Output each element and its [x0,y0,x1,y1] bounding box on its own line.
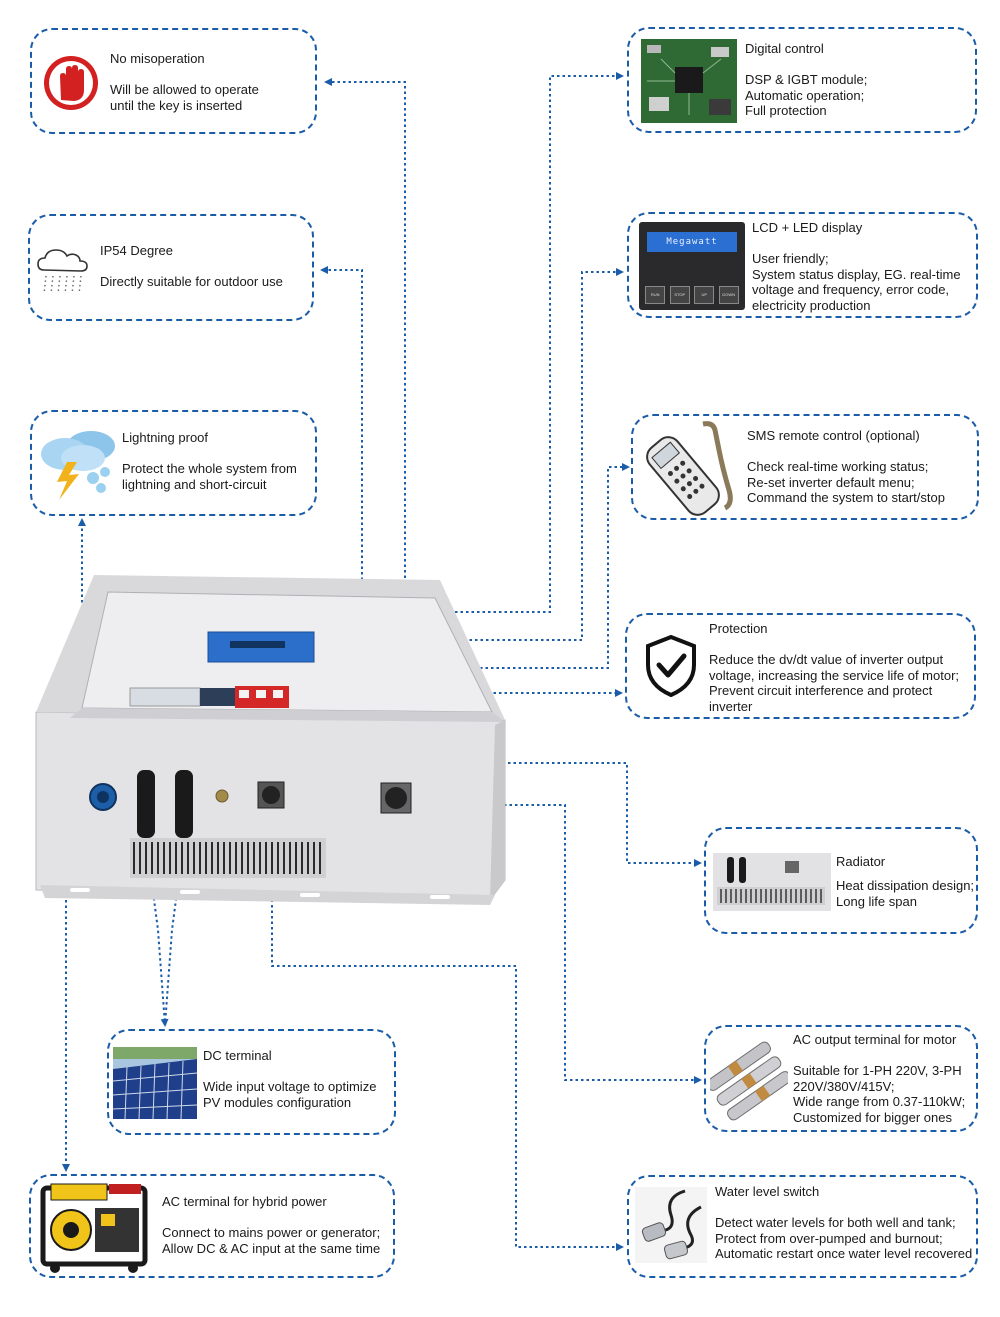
feature-title: DC terminal [203,1048,272,1063]
line-radiator [304,762,702,867]
line-ip54 [320,266,363,580]
feature-description: Will be allowed to operate until the key… [110,82,259,113]
feature-box-digital-control: Digital control DSP & IGBT module; Autom… [627,27,977,133]
feature-description: Detect water levels for both well and ta… [715,1215,973,1261]
feature-box-sms-remote: SMS remote control (optional) Check real… [631,414,979,520]
line-digital-control [345,72,624,613]
feature-title: No misoperation [110,51,205,66]
feature-description: Reduce the dv/dt value of inverter outpu… [709,652,960,714]
lcd-key-stop: STOP [669,286,690,304]
lcd-key-down: DOWN [718,286,739,304]
line-dc-left [145,837,169,1027]
feature-box-lightning: Lightning proof Protect the whole system… [30,410,317,516]
feature-title: Lightning proof [122,430,209,445]
stop-hand-icon [44,56,98,110]
lcd-screen: Megawatt [647,232,737,252]
feature-box-dc-terminal: DC terminal Wide input voltage to optimi… [107,1029,396,1135]
feature-box-radiator: Radiator Heat dissipation design; Long l… [704,827,978,934]
feature-description: Connect to mains power or generator; All… [162,1225,381,1256]
line-no-misoperation [324,78,406,578]
line-ac-output [405,804,702,1084]
line-lcd [310,268,624,641]
generator-icon [40,1183,148,1273]
feature-description: Protect the whole system from lightning … [122,461,297,492]
feature-description: Wide input voltage to optimize PV module… [203,1079,377,1110]
pump-motor-icon [710,1041,788,1121]
feature-description: Heat dissipation design; Long life span [836,878,975,909]
feature-box-lcd-led: Megawatt RUN STOP UP DOWN LCD + LED disp… [627,212,978,318]
feature-box-ac-hybrid: AC terminal for hybrid power Connect to … [29,1174,395,1278]
line-water-level [271,795,624,1251]
lcd-key-run: RUN [645,286,666,304]
feature-box-ac-output: AC output terminal for motor Suitable fo… [704,1025,978,1132]
feature-box-water-level: Water level switch Detect water levels f… [627,1175,978,1278]
shield-check-icon [646,635,696,697]
solar-panel-icon [113,1047,197,1119]
remote-phone-icon [646,421,733,516]
feature-title: Digital control [745,41,824,56]
lcd-panel-icon: Megawatt RUN STOP UP DOWN [639,222,745,310]
radiator-photo-icon [713,853,831,911]
feature-title: AC terminal for hybrid power [162,1194,327,1209]
feature-title: Radiator [836,854,886,869]
lightning-cloud-icon [41,431,115,500]
feature-title: LCD + LED display [752,220,863,235]
feature-description: Directly suitable for outdoor use [100,274,283,289]
rain-cloud-icon [37,249,88,295]
feature-title: AC output terminal for motor [793,1032,957,1047]
feature-box-ip54: IP54 Degree Directly suitable for outdoo… [28,214,314,321]
feature-title: IP54 Degree [100,243,173,258]
circuit-board-icon [641,39,737,123]
line-dc-right [164,837,185,1026]
water-sensor-icon [635,1187,707,1263]
feature-description: DSP & IGBT module; Automatic operation; … [745,72,868,118]
lcd-key-up: UP [694,286,715,304]
feature-title: Water level switch [715,1184,820,1199]
feature-title: SMS remote control (optional) [747,428,920,443]
feature-box-no-misoperation: No misoperation Will be allowed to opera… [30,28,317,134]
feature-box-protection: Protection Reduce the dv/dt value of inv… [625,613,976,719]
feature-description: User friendly; System status display, EG… [752,251,961,313]
feature-title: Protection [709,621,768,636]
feature-description: Check real-time working status; Re-set i… [747,459,945,505]
feature-description: Suitable for 1-PH 220V, 3-PH 220V/380V/4… [793,1063,966,1125]
